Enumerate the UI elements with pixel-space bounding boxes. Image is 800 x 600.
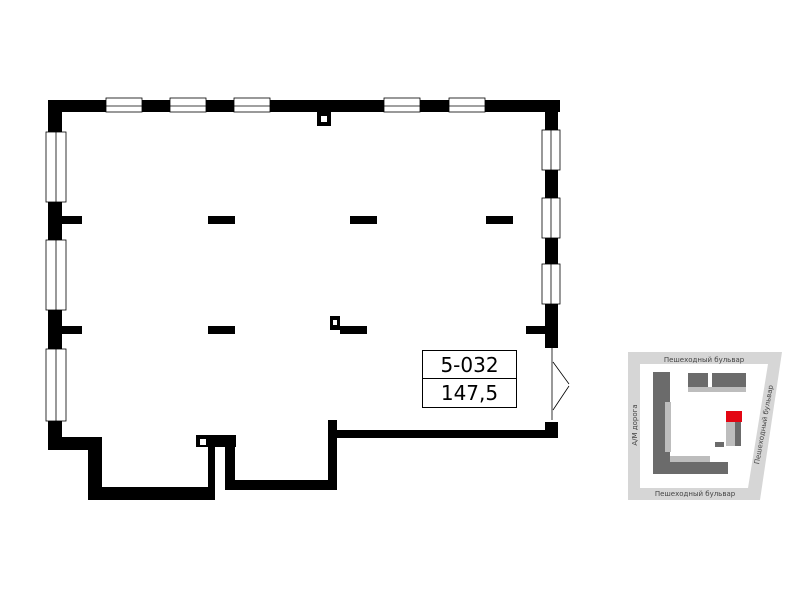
unit-area: 147,5 (422, 378, 517, 408)
windows (45, 97, 561, 422)
walls (48, 100, 560, 500)
map-top-street: Пешеходный бульвар (664, 356, 745, 364)
site-map: Пешеходный бульвар Пешеходный бульвар Пе… (628, 352, 782, 500)
map-bottom-street: Пешеходный бульвар (655, 490, 736, 498)
map-left-road: А/М дорога (631, 404, 639, 445)
unit-number: 5-032 (422, 350, 517, 380)
entrance-door (551, 348, 570, 420)
selected-unit-marker (726, 411, 742, 422)
